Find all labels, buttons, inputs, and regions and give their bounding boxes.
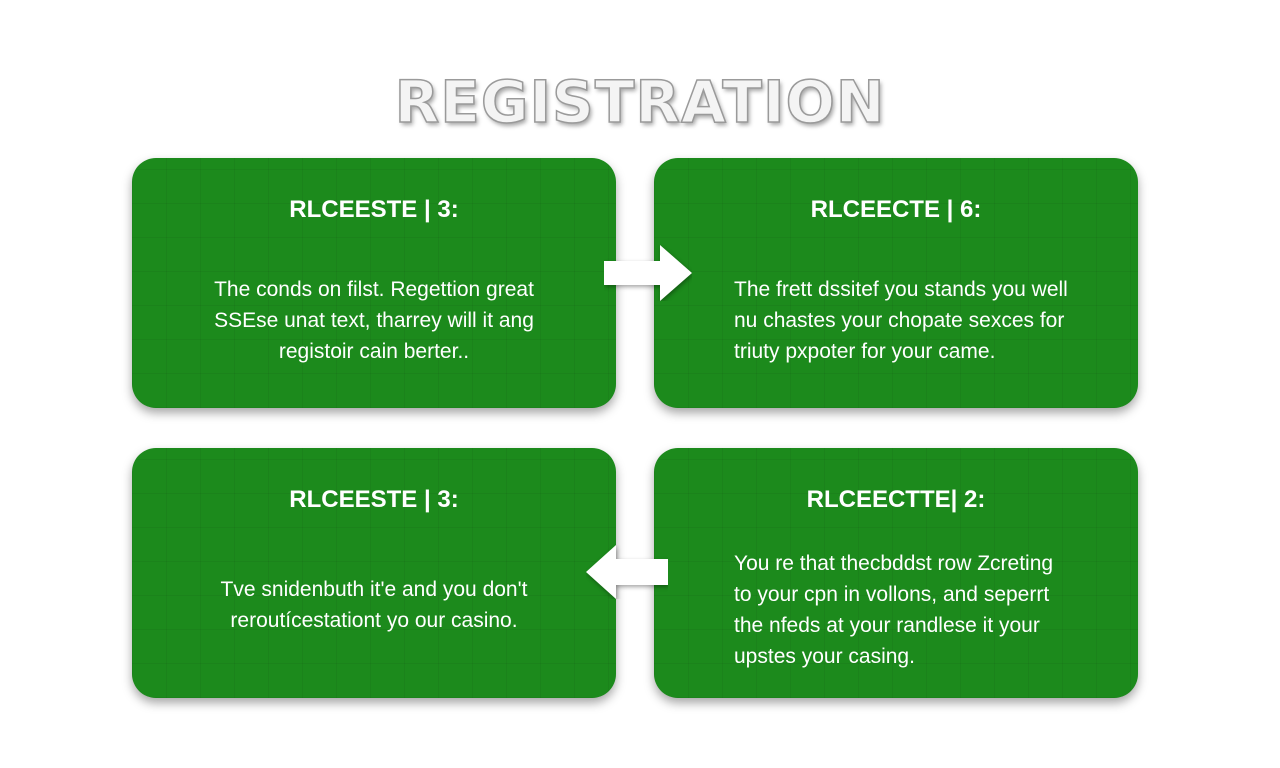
card-text-line: You re that thecbddst row Zcreting xyxy=(734,552,1054,575)
card-text-line: registoir cain berter.. xyxy=(278,340,470,363)
card-text: The frett dssitef you stands you well nu… xyxy=(734,274,1098,367)
arrow-left-icon xyxy=(586,545,668,599)
step-card-1: RLCEESTE | 3: The conds on filst. Regett… xyxy=(132,158,616,408)
page-title: REGISTRATION xyxy=(394,67,886,137)
card-heading: RLCEESTE | 3: xyxy=(289,196,459,223)
card-text-line: nu chastes your chopate sexces for xyxy=(734,309,1065,332)
card-text-line: Tve snidenbuth it'e and you don't xyxy=(220,578,528,601)
card-text-line: to your cpn in vollons, and seperrt xyxy=(734,583,1050,606)
card-text-line: upstes your casing. xyxy=(734,645,915,668)
step-card-3: RLCEESTE | 3: Tve snidenbuth it'e and yo… xyxy=(132,448,616,698)
arrow-right-icon xyxy=(604,245,692,301)
card-heading: RLCEESTE | 3: xyxy=(289,486,459,513)
card-text-line: The conds on filst. Regettion great xyxy=(214,278,534,301)
card-text-line: SSEse unat text, tharrey will it ang xyxy=(214,309,534,332)
card-text-line: reroutícestationt yo our casino. xyxy=(230,609,518,632)
step-card-4: RLCEECTTE| 2: You re that thecbddst row … xyxy=(654,448,1138,698)
card-text: Tve snidenbuth it'e and you don't rerout… xyxy=(172,574,576,636)
card-text-line: The frett dssitef you stands you well xyxy=(734,278,1068,301)
card-text-line: the nfeds at your randlese it your xyxy=(734,614,1040,637)
card-text-line: triuty pxpoter for your came. xyxy=(734,340,996,363)
step-card-2: RLCEECTE | 6: The frett dssitef you stan… xyxy=(654,158,1138,408)
card-heading: RLCEECTE | 6: xyxy=(810,196,982,223)
card-heading: RLCEECTTE| 2: xyxy=(806,486,986,513)
card-text: The conds on filst. Regettion great SSEs… xyxy=(172,274,576,367)
card-text: You re that thecbddst row Zcreting to yo… xyxy=(734,548,1098,672)
